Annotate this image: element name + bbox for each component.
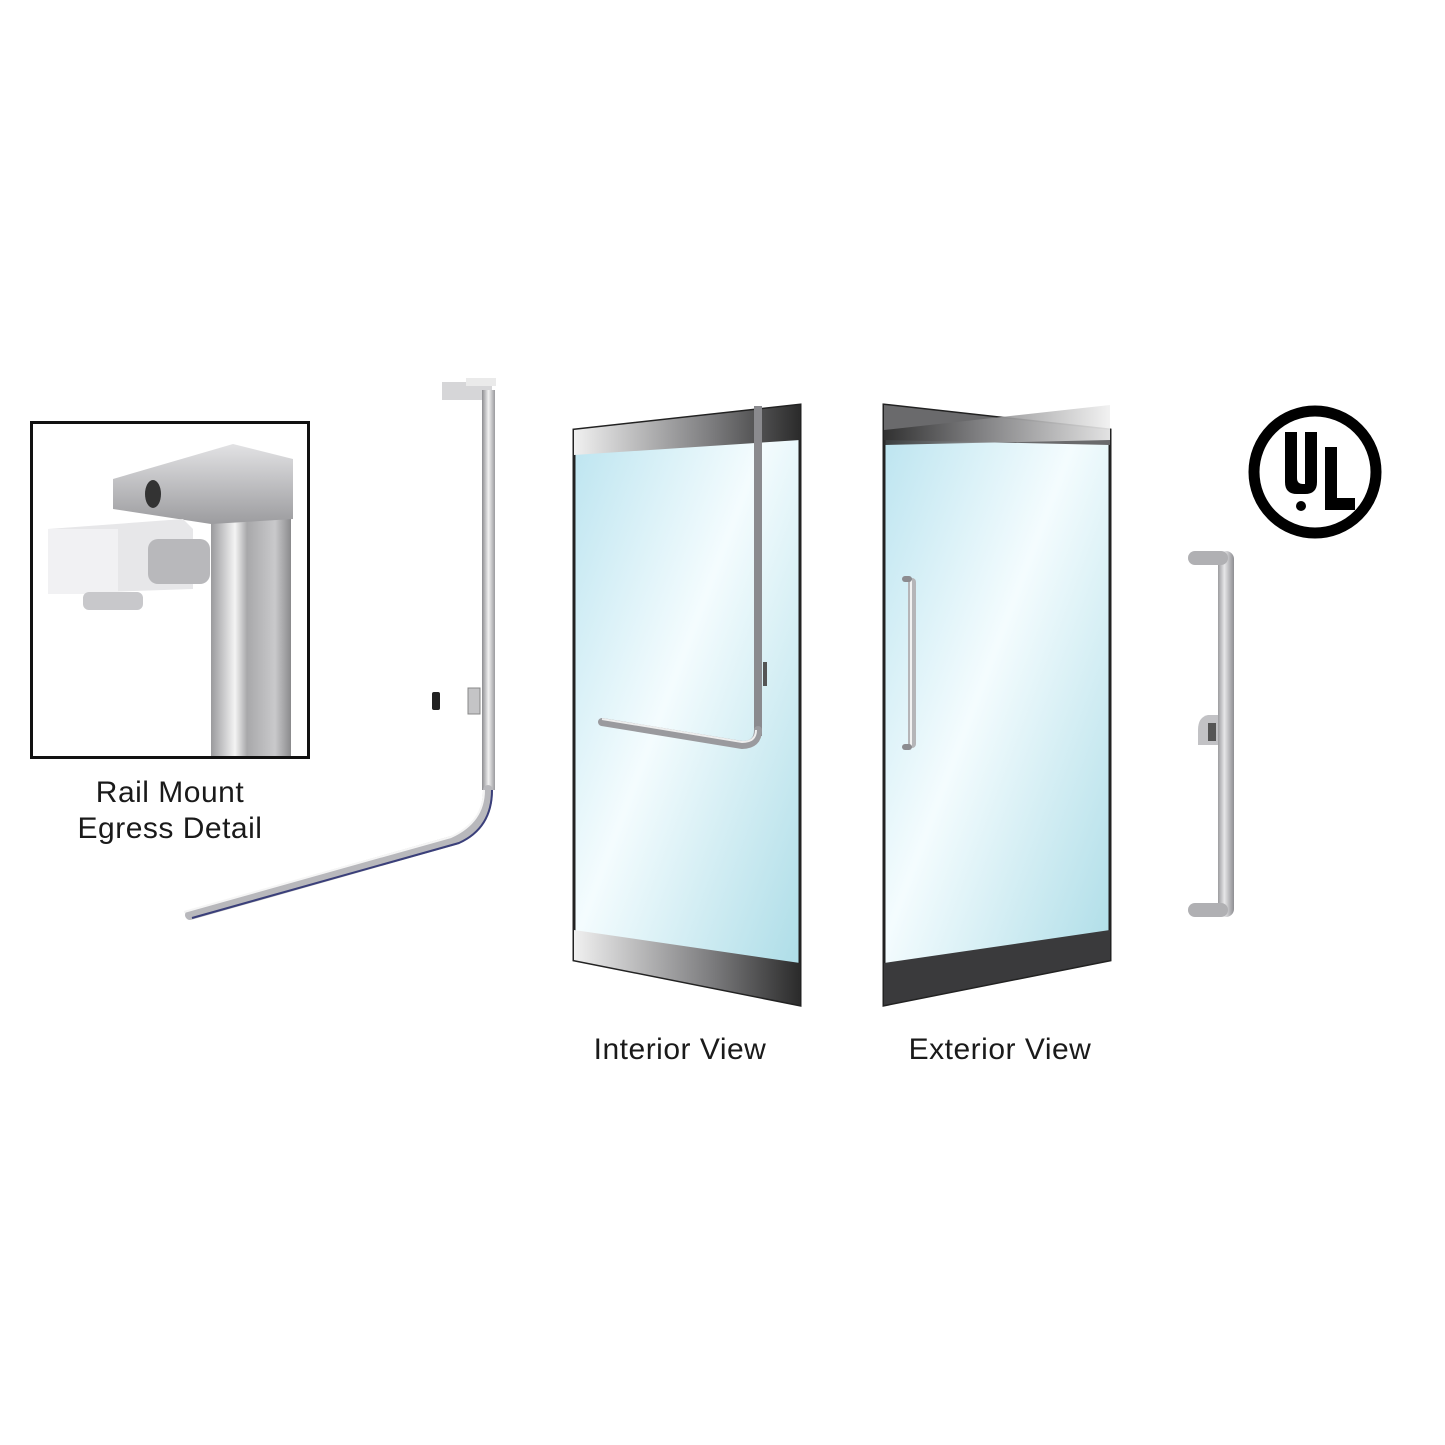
detail-caption: Rail Mount Egress Detail <box>30 775 310 847</box>
exterior-view-caption: Exterior View <box>908 1033 1092 1066</box>
detail-caption-line1: Rail Mount <box>95 776 245 809</box>
l-shaped-panic-bar-illustration <box>183 378 496 920</box>
exterior-door-illustration <box>882 403 1112 1007</box>
detail-caption-line2: Egress Detail <box>77 812 263 845</box>
rail-mount-detail-illustration <box>48 444 293 756</box>
pull-handle-illustration <box>1188 551 1234 917</box>
rail-mount-detail-inset <box>30 421 310 759</box>
interior-view-caption: Interior View <box>593 1033 767 1066</box>
ul-certification-logo-icon: UL <box>1248 405 1382 539</box>
interior-door-illustration <box>572 403 802 1007</box>
